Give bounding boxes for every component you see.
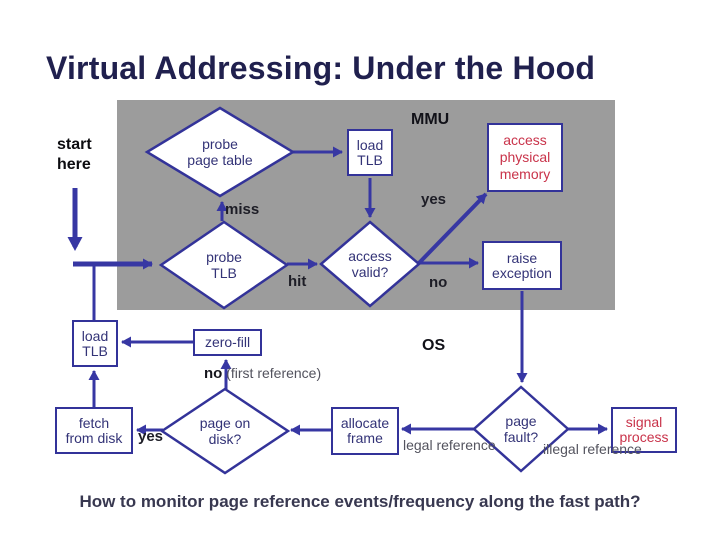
miss-edge-label: miss <box>225 201 260 218</box>
probe-page-table-label: probe page table <box>187 136 253 168</box>
os-label: OS <box>422 337 446 354</box>
no-first-reference-label: no (first reference) <box>204 365 321 382</box>
zero-fill-box: zero-fill <box>193 329 262 356</box>
yes-valid-edge-label: yes <box>421 191 447 208</box>
access-valid-diamond <box>319 220 421 308</box>
no-disk-edge-label: no <box>204 365 223 382</box>
no-valid-edge-label: no <box>429 274 448 291</box>
page-on-disk-label: page on disk? <box>199 415 251 447</box>
access-valid-label: access valid? <box>348 248 392 280</box>
illegal-reference-edge-label: illegal reference <box>543 441 642 457</box>
first-reference-label: (first reference) <box>226 365 322 381</box>
page-on-disk-diamond <box>159 387 291 475</box>
start-here-label: start here <box>57 136 92 173</box>
allocate-frame-box: allocate frame <box>331 407 399 455</box>
probe-page-table-diamond <box>144 106 296 198</box>
fetch-from-disk-box: fetch from disk <box>55 407 133 454</box>
signal-process-box: signal process <box>611 407 677 453</box>
probe-tlb-diamond <box>158 220 290 310</box>
page-fault-diamond <box>472 385 570 473</box>
raise-exception-box: raise exception <box>482 241 562 290</box>
slide-caption: How to monitor page reference events/fre… <box>79 492 641 511</box>
load-tlb-os-box: load TLB <box>72 320 118 367</box>
hit-edge-label: hit <box>288 273 307 290</box>
edge-yes-to-access-memory <box>417 192 488 265</box>
page-fault-label: page fault? <box>503 413 539 445</box>
yes-disk-edge-label: yes <box>138 428 164 445</box>
slide-title: Virtual Addressing: Under the Hood <box>46 50 596 86</box>
mmu-label: MMU <box>411 111 450 128</box>
probe-tlb-label: probe TLB <box>206 249 242 281</box>
legal-reference-edge-label: legal reference <box>403 437 496 453</box>
load-tlb-mmu-box: load TLB <box>347 129 393 176</box>
access-physical-memory-box: access physical memory <box>487 123 563 192</box>
